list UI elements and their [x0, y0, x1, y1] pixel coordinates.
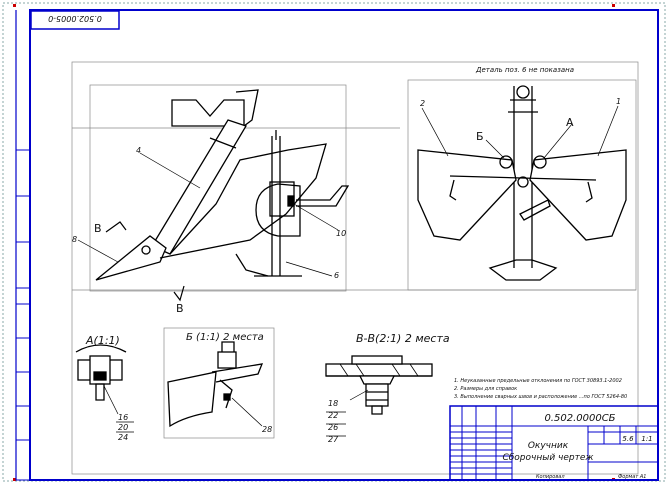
leader-lines-right	[421, 105, 619, 159]
title-name-line1: Окучник	[528, 441, 569, 451]
leader-lines-b	[231, 397, 263, 427]
view-mark-v-left: В	[94, 222, 102, 235]
callout-1: 1	[616, 97, 621, 106]
view-marks-main	[105, 221, 185, 302]
callout-2: 2	[420, 99, 425, 108]
construction-lines	[71, 61, 639, 475]
title-name-line2: Сборочный чертеж	[502, 453, 594, 463]
note-2: 2. Размеры для справок	[454, 386, 517, 392]
section-v	[325, 355, 433, 415]
note-1: 1. Неуказанные предельные отклонения по …	[454, 378, 622, 384]
top-stamp-text: 0.502.0005-0	[48, 14, 102, 23]
title-block	[449, 405, 659, 481]
section-v-title: В-В(2:1) 2 места	[356, 332, 450, 345]
section-a	[75, 344, 127, 401]
leader-lines-v	[326, 389, 369, 437]
callout-27: 27	[328, 435, 339, 444]
right-view	[417, 85, 627, 281]
left-margin-strips	[15, 149, 31, 481]
callout-24: 24	[118, 433, 128, 442]
section-b-title: Б (1:1) 2 места	[186, 332, 264, 343]
section-a-title: А(1:1)	[85, 334, 120, 347]
footer-copied: Копировал	[536, 474, 565, 480]
callout-16: 16	[118, 413, 128, 422]
callout-26: 26	[328, 423, 338, 432]
title-scale: 1:1	[641, 435, 652, 443]
callout-10: 10	[336, 229, 346, 238]
footer-format: Формат А1	[618, 474, 646, 480]
view-mark-b: Б	[476, 130, 484, 143]
view-mark-a: А	[566, 116, 574, 129]
callout-28: 28	[262, 425, 272, 434]
leader-lines-main	[77, 152, 339, 277]
callout-4: 4	[136, 146, 141, 155]
main-view	[95, 89, 350, 281]
callout-8: 8	[72, 235, 77, 244]
page-border	[2, 2, 666, 482]
top-stamp: 0.502.0005-0	[30, 10, 120, 30]
view-mark-v-bottom: В	[176, 302, 184, 315]
note-detail-not-shown: Деталь поз. 6 не показана	[475, 66, 574, 74]
section-b	[167, 341, 264, 428]
title-designation: 0.502.0000СБ	[544, 413, 615, 424]
leader-lines-a	[103, 385, 134, 433]
note-3: 3. Выполнение сварных швов и расположени…	[454, 394, 627, 400]
callout-22: 22	[328, 411, 338, 420]
callout-20: 20	[118, 423, 128, 432]
callout-18: 18	[328, 399, 338, 408]
callout-6: 6	[334, 271, 339, 280]
title-mass: 5.6	[622, 435, 634, 443]
